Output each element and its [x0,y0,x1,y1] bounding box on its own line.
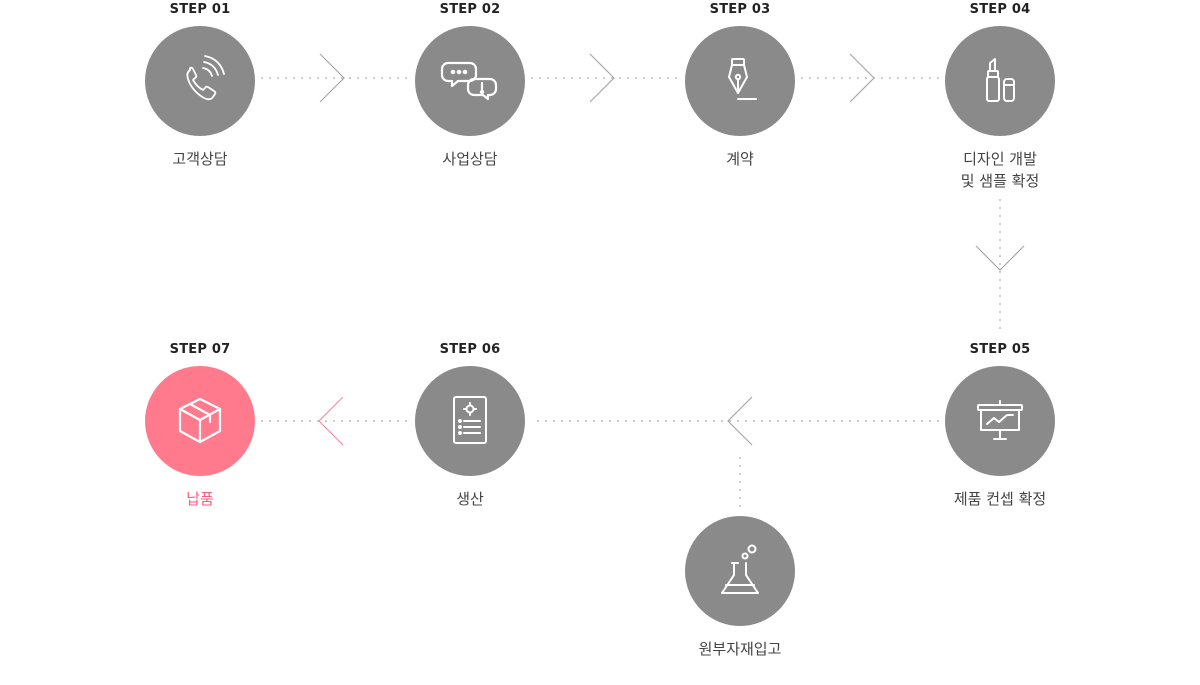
step-name-line: 생산 [456,490,484,508]
step-07: STEP 07 납품 [110,342,290,510]
step-name-line: 납품 [186,490,214,508]
step-name-line: 고객상담 [172,150,228,168]
step-label: STEP 06 [439,342,501,357]
phone-icon [186,55,225,101]
step-name: 납품 [110,488,290,510]
step-circle [945,366,1055,476]
step-01: STEP 01 고객상담 [110,2,290,170]
step-label: STEP 04 [969,2,1031,17]
step-label: STEP 07 [169,342,231,357]
step-label: STEP 01 [169,2,231,17]
step-name: 디자인 개발 및 샘플 확정 [910,148,1090,192]
step-04: STEP 04 디자인 개발 및 샘플 확정 [910,2,1090,192]
arrow-left-icon [727,396,753,446]
step-circle-active [145,366,255,476]
arrow-left-icon [318,396,344,446]
step-name-line: 및 샘플 확정 [960,172,1040,190]
step-circle [415,366,525,476]
step-name: 원부자재입고 [650,638,830,660]
arrow-down-icon [975,245,1025,271]
step-name-line: 계약 [726,150,754,168]
step-name: 고객상담 [110,148,290,170]
document-list-icon [453,396,487,444]
cosmetics-icon [986,58,1015,102]
step-circle [685,516,795,626]
step-name: 생산 [380,488,560,510]
step-name: 제품 컨셉 확정 [910,488,1090,510]
step-name-line: 제품 컨셉 확정 [953,490,1047,508]
step-name: 계약 [650,148,830,170]
step-label: STEP 03 [709,2,771,17]
step-circle [945,26,1055,136]
step-02: STEP 02 사업상담 [380,2,560,170]
arrow-right-icon [319,53,345,103]
step-label: STEP 05 [969,342,1031,357]
package-box-icon [178,397,222,444]
step-raw-materials: 원부자재입고 [650,492,830,660]
step-name: 사업상담 [380,148,560,170]
flask-icon [721,544,759,594]
arrow-right-icon [589,53,615,103]
step-circle [145,26,255,136]
step-06: STEP 06 생산 [380,342,560,510]
step-name-line: 원부자재입고 [698,640,782,658]
chat-bubbles-icon [440,61,498,101]
step-03: STEP 03 계약 [650,2,830,170]
step-05: STEP 05 제품 컨셉 확정 [910,342,1090,510]
step-circle [415,26,525,136]
step-name-line: 사업상담 [442,150,498,168]
step-name-line: 디자인 개발 [963,150,1037,168]
arrow-right-icon [849,53,875,103]
presentation-board-icon [977,400,1023,440]
fountain-pen-icon [728,58,757,100]
step-circle [685,26,795,136]
step-label: STEP 02 [439,2,501,17]
